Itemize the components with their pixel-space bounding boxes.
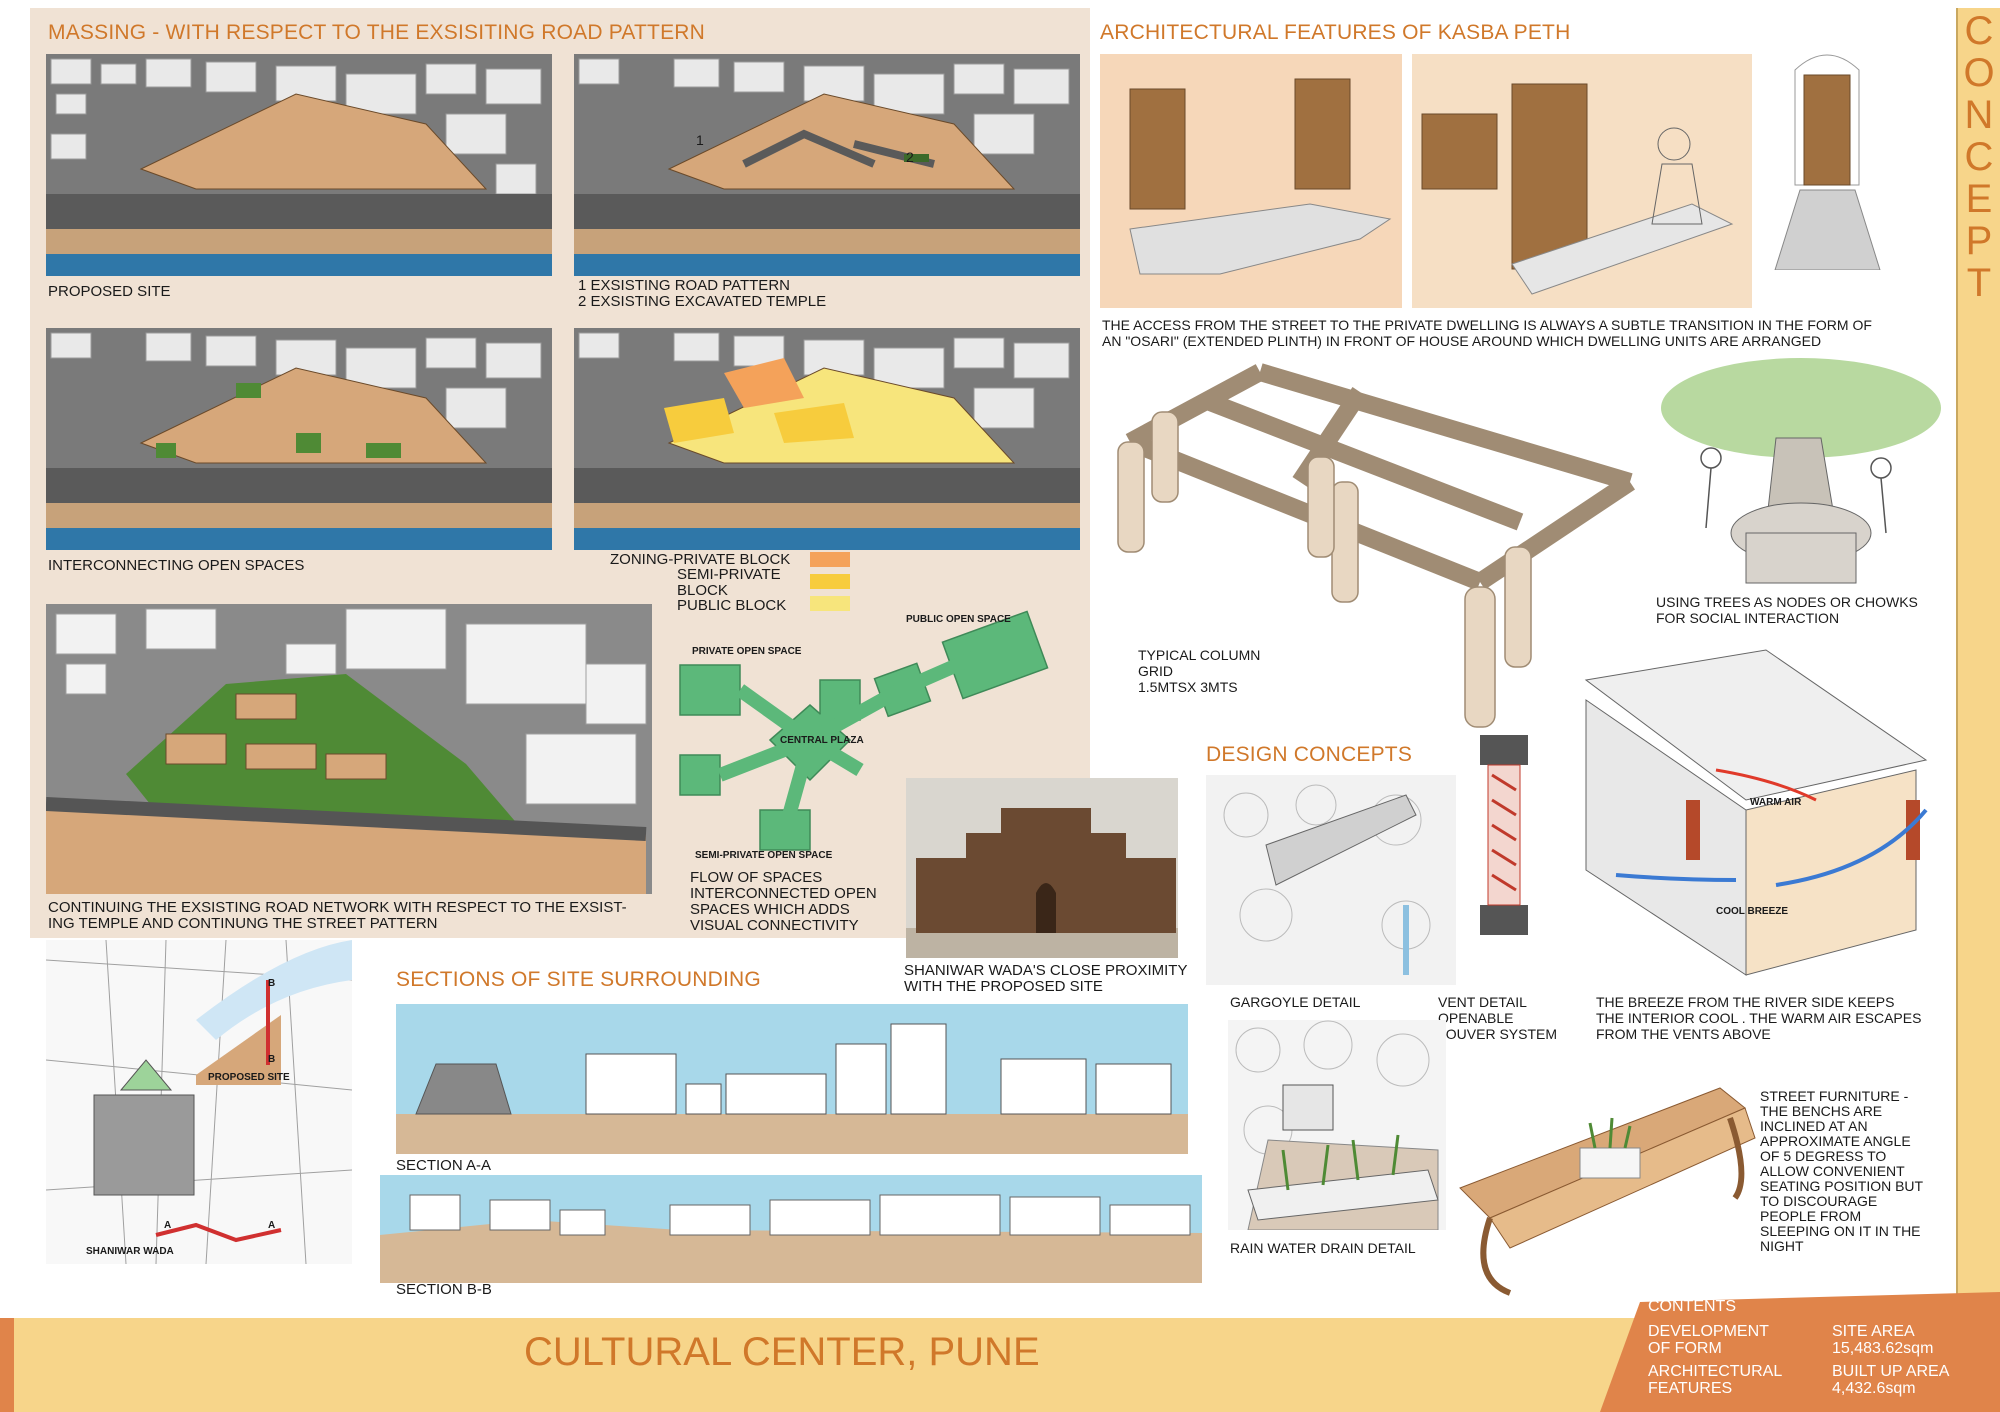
marker-1: 1: [696, 132, 704, 148]
site-area-label: SITE AREA: [1832, 1323, 1915, 1340]
massing-heading: MASSING - WITH RESPECT TO THE EXSISITING…: [48, 21, 706, 44]
map-label-a-left: A: [164, 1220, 172, 1231]
drain-sketch: [1228, 1020, 1446, 1230]
site-map: B B A A PROPOSED SITE SHANIWAR WADA: [46, 940, 352, 1264]
map-proposed-label: PROPOSED SITE: [208, 1072, 290, 1083]
section-b-caption: SECTION B-B: [396, 1281, 492, 1298]
zoning-line-private: ZONING-PRIVATE BLOCK: [610, 551, 791, 568]
massing-zoning: [574, 328, 1080, 550]
shaniwar-caption: SHANIWAR WADA'S CLOSE PROXIMITY WITH THE…: [904, 962, 1188, 995]
concept-sidebar: C O N C E P T: [1958, 10, 2000, 304]
swatch-public: [810, 596, 850, 611]
drain-caption: RAIN WATER DRAIN DETAIL: [1230, 1240, 1416, 1256]
contents-label: CONTENTS: [1648, 1298, 1736, 1315]
concept-letter: O: [1963, 51, 1995, 95]
massing-caption-1: PROPOSED SITE: [48, 283, 171, 300]
flow-private-label: PRIVATE OPEN SPACE: [692, 646, 802, 657]
map-label-b-bottom: B: [268, 1054, 276, 1065]
zoning-line-public: PUBLIC BLOCK: [677, 597, 787, 614]
swatch-private: [810, 552, 850, 567]
massing-caption-2: 1 EXSISTING ROAD PATTERN 2 EXSISTING EXC…: [578, 277, 827, 310]
map-label-b-top: B: [268, 978, 276, 989]
concept-letter: P: [1965, 219, 1993, 263]
architectural-heading: ARCHITECTURAL FEATURES OF KASBA PETH: [1100, 21, 1571, 44]
footer-left-stripe: [0, 1318, 14, 1412]
gargoyle-sketch: [1206, 775, 1456, 985]
section-a-a: [396, 1004, 1188, 1154]
flow-caption: FLOW OF SPACES INTERCONNECTED OPEN SPACE…: [690, 869, 877, 934]
swatch-semi-private: [810, 574, 850, 589]
massing-proposed-site: [46, 54, 552, 276]
built-area-label: BUILT UP AREA: [1832, 1363, 1950, 1380]
breeze-sketch: WARM AIR COOL BREEZE: [1576, 640, 1938, 985]
column-caption: TYPICAL COLUMN GRID 1.5MTSx 3MTS: [1138, 647, 1261, 695]
bench-sketch: [1450, 1078, 1760, 1302]
tree-chowk-sketch: [1656, 358, 1946, 593]
sections-heading: SECTIONS OF SITE SURROUNDING: [396, 968, 761, 991]
osari-sketch-2: [1412, 54, 1752, 308]
concept-letter: C: [1964, 135, 1994, 179]
design-heading: DESIGN CONCEPTS: [1206, 743, 1413, 766]
vent-sketch: [1480, 735, 1528, 940]
gargoyle-caption: GARGOYLE DETAIL: [1230, 994, 1361, 1010]
osari-caption: THE ACCESS FROM THE STREET TO THE PRIVAT…: [1102, 317, 1872, 349]
section-a-caption: SECTION A-A: [396, 1157, 492, 1174]
section-b-b: [380, 1175, 1202, 1283]
massing-road-pattern: 1 2: [574, 54, 1080, 276]
site-area-value: 15,483.62sqm: [1832, 1340, 1934, 1357]
concept-letter: N: [1964, 93, 1994, 137]
map-shaniwar-label: SHANIWAR WADA: [86, 1246, 174, 1257]
sidebar-divider: [1956, 8, 1958, 1318]
concept-sidebar-bg: [1958, 8, 2000, 1318]
flow-semi-label: SEMI-PRIVATE OPEN SPACE: [695, 850, 833, 860]
zoning-line-semi: SEMI-PRIVATE: [677, 566, 781, 583]
footer-title: CULTURAL CENTER, PUNE: [524, 1330, 1040, 1374]
continuing-caption: CONTINUING THE EXSISTING ROAD NETWORK WI…: [48, 899, 627, 932]
breeze-caption: THE BREEZE FROM THE RIVER SIDE KEEPS THE…: [1596, 994, 1922, 1042]
concept-letter: C: [1964, 9, 1994, 53]
flow-plaza-label: CENTRAL PLAZA: [780, 735, 864, 746]
trees-caption: USING TREES AS NODES OR CHOWKS FOR SOCIA…: [1656, 594, 1918, 626]
aerial-render: [46, 604, 652, 894]
map-label-a-right: A: [268, 1220, 276, 1231]
zoning-line-block: BLOCK: [677, 582, 728, 599]
contents-item-arch: ARCHITECTURAL FEATURES: [1648, 1363, 1783, 1397]
massing-caption-3: INTERCONNECTING OPEN SPACES: [48, 557, 305, 574]
vent-caption: VENT DETAIL OPENABLE LOUVER SYSTEM: [1438, 994, 1558, 1042]
column-grid-sketch: [1100, 362, 1660, 742]
concept-letter: E: [1965, 177, 1993, 221]
doorway-sketch: [1760, 40, 1894, 270]
osari-sketch-1: [1100, 54, 1402, 308]
shaniwar-wada-image: [906, 778, 1178, 958]
massing-open-spaces: [46, 328, 552, 550]
flow-public-label: PUBLIC OPEN SPACE: [906, 614, 1011, 625]
cool-breeze-label: COOL BREEZE: [1716, 906, 1789, 917]
flow-diagram: PRIVATE OPEN SPACE PUBLIC OPEN SPACE CEN…: [660, 610, 1060, 860]
footer-info-shape: [1600, 1292, 2000, 1412]
marker-2: 2: [906, 149, 914, 165]
concept-letter: T: [1966, 261, 1992, 305]
built-area-value: 4,432.6sqm: [1832, 1380, 1916, 1397]
contents-item-form: DEVELOPMENT OF FORM: [1648, 1323, 1769, 1357]
furniture-caption: STREET FURNITURE - THE BENCHS ARE INCLIN…: [1760, 1088, 1924, 1254]
warm-air-label: WARM AIR: [1750, 797, 1802, 808]
